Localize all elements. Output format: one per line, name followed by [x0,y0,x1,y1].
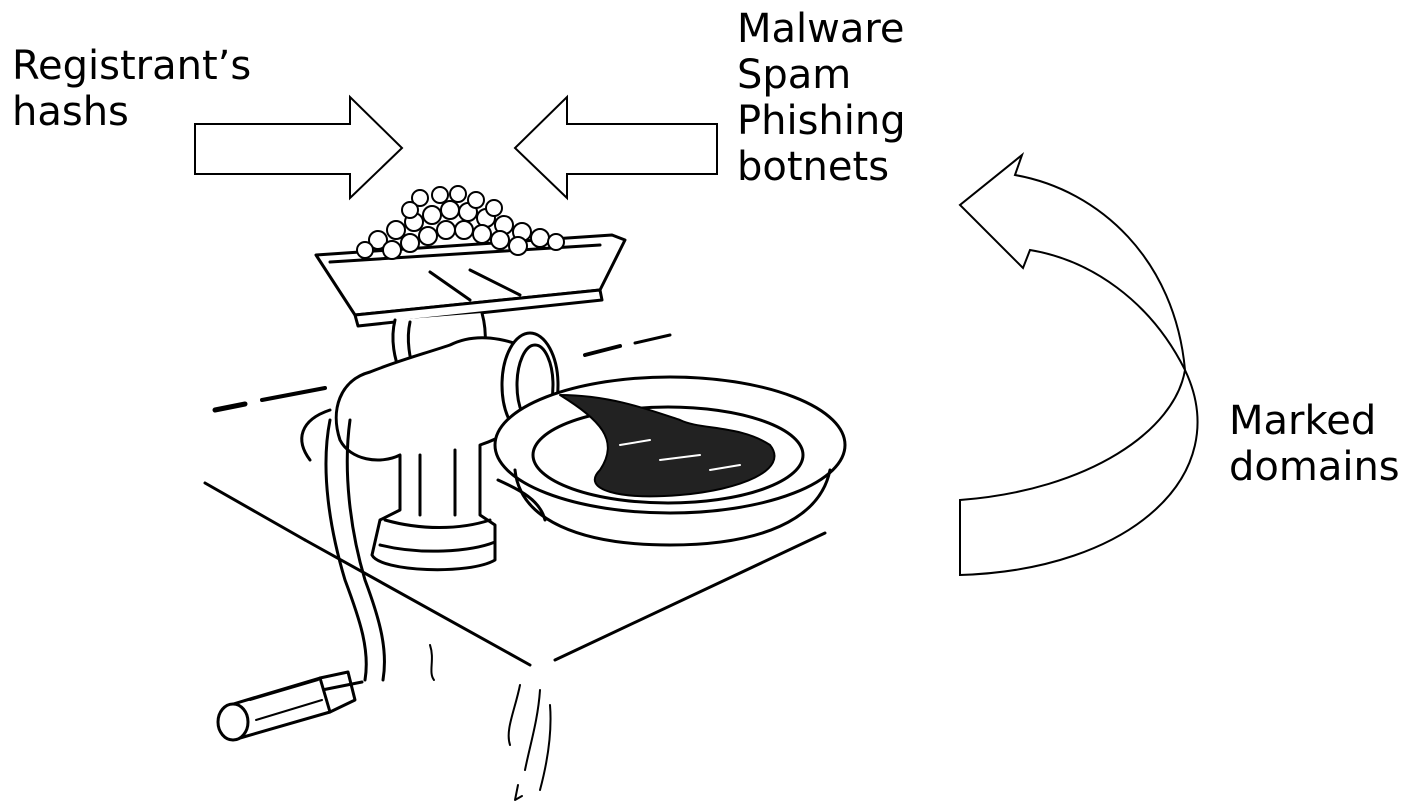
marked-domains-label: Marked domains [1229,398,1400,490]
registrant-hashes-label: Registrant’s hashs [12,43,251,135]
threat-malware: Malware [737,6,905,52]
marked-line-1: Marked [1229,398,1377,444]
arrow-left-into-grinder [513,94,718,201]
curved-feedback-arrow [958,152,1199,577]
meat-grinder-icon [203,185,847,801]
arrow-right-into-grinder [194,94,404,201]
threat-spam: Spam [737,52,852,98]
threat-phishing: Phishing [737,98,906,144]
registrant-line-2: hashs [12,89,129,135]
registrant-line-1: Registrant’s [12,43,252,89]
marked-line-2: domains [1229,444,1400,490]
threat-botnets: botnets [737,144,890,190]
threat-sources-label: Malware Spam Phishing botnets [737,6,906,190]
